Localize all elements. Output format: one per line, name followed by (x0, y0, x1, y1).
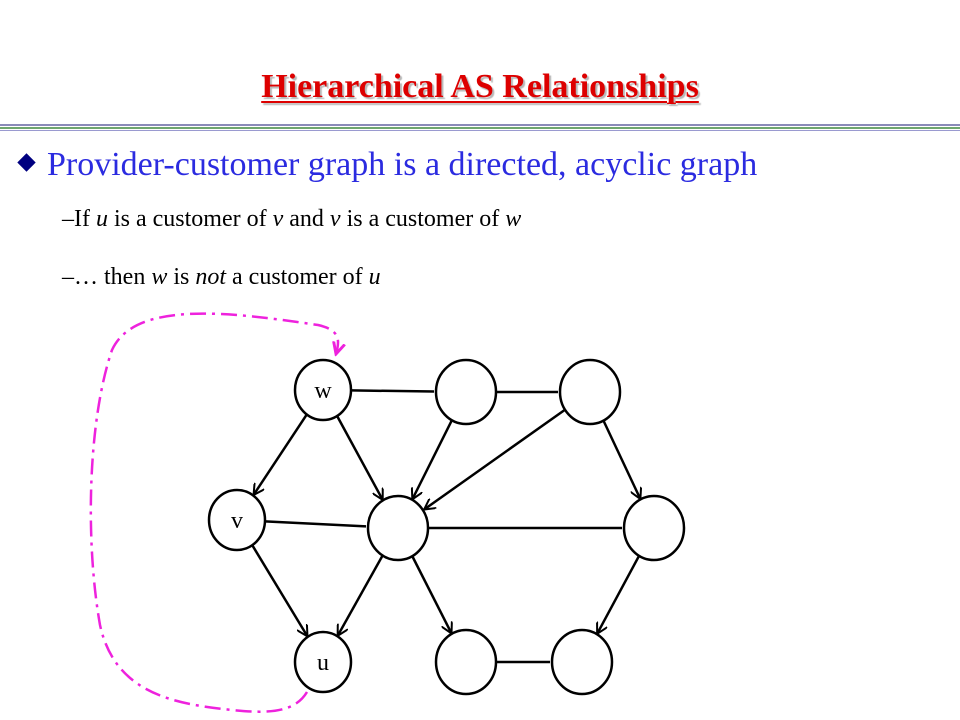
emphasis-not: not (195, 264, 227, 290)
node-n6 (622, 494, 686, 562)
edge-n5-u (336, 553, 385, 636)
title-rule-lower (0, 130, 960, 131)
sub-bullet-1: –If u is a customer of v and v is a cust… (62, 206, 521, 233)
node-n3 (558, 358, 622, 426)
node-n2 (434, 358, 498, 426)
edge-n3-n5 (424, 408, 567, 509)
var-v: v (272, 206, 284, 232)
edge-n3-n6 (601, 418, 641, 499)
node-v (207, 488, 267, 552)
node-label-v: v (231, 508, 243, 534)
title-rule-green (0, 127, 960, 129)
node-n8 (434, 628, 498, 696)
title-rule (0, 124, 960, 126)
var-w: w (151, 264, 168, 290)
edge-w-n2 (350, 389, 435, 393)
node-n5 (366, 494, 430, 562)
node-label-u: u (317, 650, 329, 676)
main-bullet: Provider-customer graph is a directed, a… (17, 146, 758, 184)
node-w (293, 358, 353, 422)
edge-n6-n9 (596, 553, 641, 633)
edge-v-n5 (264, 520, 367, 528)
edge-w-v (254, 412, 309, 495)
edge-w-n5 (335, 414, 384, 500)
var-u: u (368, 264, 381, 290)
var-w: w (505, 206, 522, 232)
main-bullet-text: Provider-customer graph is a directed, a… (47, 146, 758, 183)
node-u (293, 630, 353, 694)
text: … then (74, 264, 152, 290)
slide-title: Hierarchical AS Relationships (261, 68, 699, 105)
node-label-w: w (314, 378, 332, 404)
text: is a customer of (107, 206, 273, 232)
var-u: u (95, 206, 108, 232)
sub-bullet-2: –… then w is not a customer of u (62, 264, 381, 291)
edge-v-u (250, 543, 308, 636)
text: a customer of (226, 264, 369, 290)
edge-n2-n5 (412, 418, 454, 500)
text: and (283, 206, 330, 232)
text: is (167, 264, 196, 290)
cycle-edge-u-to-w (89, 312, 338, 713)
text: If (74, 206, 96, 232)
text: is a customer of (340, 206, 506, 232)
node-n9 (550, 628, 614, 696)
var-v: v (329, 206, 341, 232)
dash: – (62, 206, 74, 232)
edge-n5-n8 (410, 554, 452, 634)
dash: – (62, 264, 74, 290)
